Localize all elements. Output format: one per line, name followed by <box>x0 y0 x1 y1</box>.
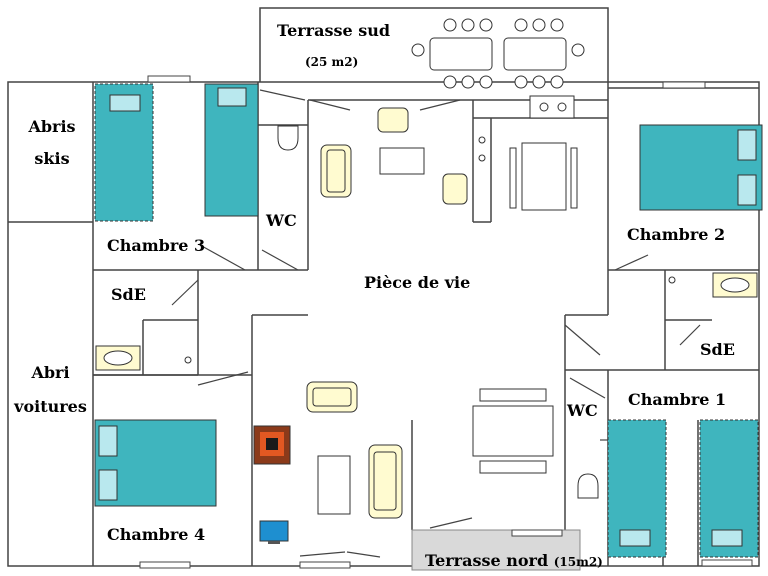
armchair-top <box>377 107 409 133</box>
bathroom-fixtures <box>95 125 758 499</box>
bed-chambre3-b <box>204 83 259 217</box>
living-furniture-bottom <box>306 381 554 519</box>
terrasse-nord-label: Terrasse nord (15m2) <box>425 551 603 572</box>
toilet-top <box>277 125 299 151</box>
terrasse-sud-area: (25 m2) <box>305 55 359 69</box>
abri-voitures-line2: voitures <box>14 397 87 416</box>
wc-top-label: WC <box>266 211 297 230</box>
fireplace-icon <box>253 425 291 465</box>
windows <box>139 75 753 569</box>
terrasse-sud-furniture <box>411 18 585 89</box>
abri-voitures-label: Abri voitures <box>8 363 93 416</box>
living-furniture-top <box>320 107 468 205</box>
terrasse-nord-area <box>411 529 581 571</box>
kitchen <box>478 95 575 162</box>
beds <box>94 83 763 558</box>
abris-skis-line1: Abris <box>28 117 76 136</box>
armchair-right <box>442 173 468 205</box>
abris-skis-line2: skis <box>34 149 70 168</box>
coffee-table-top <box>379 147 425 175</box>
chambre-3-label: Chambre 3 <box>107 236 206 255</box>
terrasse-nord-area: (15m2) <box>553 555 603 569</box>
abris-skis-label: Abris skis <box>22 117 82 168</box>
dining-table <box>509 142 578 211</box>
sde-left-label: SdE <box>111 285 146 304</box>
tv-icon <box>259 520 289 544</box>
coffee-table-bottom <box>317 455 351 515</box>
toilet-bottom <box>577 473 599 499</box>
chambre-2-label: Chambre 2 <box>627 225 726 244</box>
doors <box>171 89 701 558</box>
terrasse-nord-name: Terrasse nord <box>425 551 549 570</box>
chambre-1-label: Chambre 1 <box>628 390 727 409</box>
sde-right-label: SdE <box>700 340 735 359</box>
abri-voitures-line1: Abri <box>31 363 70 382</box>
wc-bottom-label: WC <box>567 401 598 420</box>
terrasse-sud-label: Terrasse sud <box>277 21 391 40</box>
chambre-4-label: Chambre 4 <box>107 525 206 544</box>
piece-de-vie-label: Pièce de vie <box>364 273 471 292</box>
